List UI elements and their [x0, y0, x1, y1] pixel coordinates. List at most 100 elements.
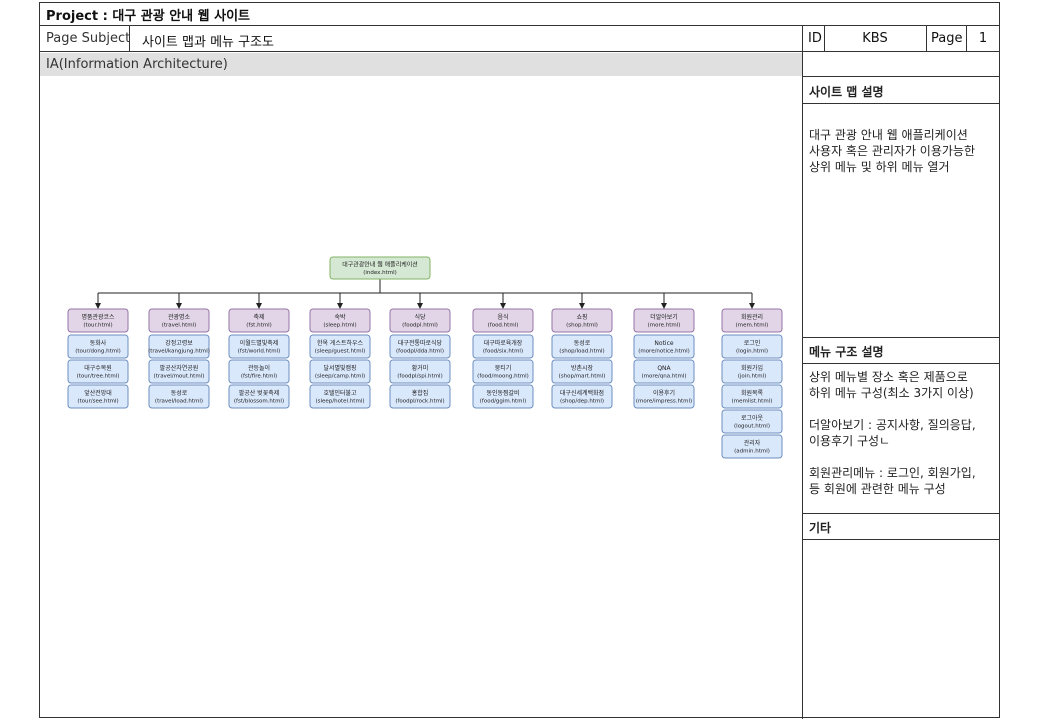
category-node: 식당(foodpl.html) [389, 308, 451, 333]
menu-node-label: 대구신세계백화점 [560, 389, 604, 397]
menu-node-file: (food/six.html) [483, 349, 523, 355]
category-node-box [472, 308, 534, 333]
menu-node-label: 회원가입 [741, 364, 763, 372]
menu-node-file: (tour/tree.html) [77, 374, 120, 380]
root-node-file: (index.html) [363, 270, 397, 276]
menu-node: 황거미(foodpl/spi.html) [389, 359, 451, 384]
divider [802, 337, 1000, 338]
etc-title: 기타 [809, 521, 832, 535]
menu-node-label: 이용후기 [653, 389, 675, 397]
menu-node-file: (travel/kangjung.html) [148, 349, 210, 355]
menu-node: 방촌시장(shop/mart.html) [551, 359, 613, 384]
menu-node-label: 동화사 [90, 339, 107, 347]
category-node: 쇼핑(shop.html) [551, 308, 613, 333]
menu-node-label: 황거미 [412, 364, 429, 372]
menu-node-box [721, 434, 783, 459]
category-node: 회원관리(mem.html) [721, 308, 783, 333]
category-node: 관광명소(travel.html) [148, 308, 210, 333]
menu-node: 호텔인터불고 (sleep/hotel.html) [309, 384, 371, 409]
menu-node: 회원목록(memlist.html) [721, 384, 783, 409]
menu-node: 강정고령보(travel/kangjung.html) [148, 334, 210, 359]
menu-node-box [472, 359, 534, 384]
divider [802, 513, 1000, 514]
category-node: 더알아보기(more.html) [633, 308, 695, 333]
menu-node-box [389, 384, 451, 409]
category-node-file: (fst.html) [246, 323, 272, 329]
divider [802, 363, 1000, 364]
menu-node-box [721, 384, 783, 409]
category-node-label: 숙박 [334, 313, 346, 321]
menu-node-box [148, 359, 210, 384]
ia-label: IA(Information Architecture) [46, 57, 228, 72]
menu-node-box [148, 334, 210, 359]
menu-node-file: (food/ggim.html) [480, 399, 526, 405]
root-node-box [329, 256, 431, 280]
menu-node-box [309, 359, 371, 384]
menu-node: 대구따로육개장 (food/six.html) [472, 334, 534, 359]
menu-node-label: 뭉티기 [495, 364, 512, 372]
menu-node-box [721, 359, 783, 384]
text-line: 더알아보기 : 공지사항, 질의응답, [809, 418, 976, 432]
menu-node: 관리자(admin.html) [721, 434, 783, 459]
divider [40, 25, 1000, 26]
menu-node-file: (more/impress.html) [636, 399, 692, 405]
menu-node-file: (shop/mart.html) [559, 374, 606, 380]
menu-node: 회원가입(join.html) [721, 359, 783, 384]
menu-node: 로그인(login.html) [721, 334, 783, 359]
menu-node: 달서별빛캠핑(sleep/camp.html) [309, 359, 371, 384]
menu-node: 이용후기 (more/impress.html) [633, 384, 695, 409]
text-line: 대구 관광 안내 웹 애플리케이션 [809, 128, 968, 142]
text-line: 상위 메뉴 및 하위 메뉴 열거 [809, 160, 950, 174]
menu-node-label: Notice [654, 340, 673, 347]
menu-node: 팔공산 벚꽃축제(fst/blossom.html) [228, 384, 290, 409]
divider [802, 76, 1000, 77]
menu-node-label: 호텔인터불고 [323, 389, 357, 397]
category-node: 축제(fst.html) [228, 308, 290, 333]
menu-node: 동화사 (tour/dong.html) [67, 334, 129, 359]
menu-node-box [389, 334, 451, 359]
category-node-box [389, 308, 451, 333]
divider [802, 25, 803, 719]
sitemap-description-text: 대구 관광 안내 웹 애플리케이션 사용자 혹은 관리자가 이용가능한 상위 메… [809, 127, 975, 175]
category-node-file: (more.html) [648, 323, 681, 329]
menu-node: Notice(more/notice.html) [633, 334, 695, 359]
menu-node-label: QNA [657, 365, 671, 372]
category-node-label: 식당 [414, 313, 426, 321]
category-node-label: 관광명소 [168, 313, 191, 321]
menu-node-label: 관등놀이 [248, 364, 270, 372]
menu-node-box [67, 359, 129, 384]
text-line: 사용자 혹은 관리자가 이용가능한 [809, 144, 976, 158]
menu-node-label: 앞산전망대 [84, 389, 112, 397]
menu-node: 이월드별빛축제(fst/world.html) [228, 334, 290, 359]
root-node-label: 대구관광안내 웹 애플리케이션 [342, 261, 418, 269]
category-node-file: (tour.html) [83, 323, 112, 329]
divider [129, 25, 130, 51]
menu-node-label: 대구수목원 [84, 364, 112, 372]
menu-node-box [67, 334, 129, 359]
menu-node-box [633, 334, 695, 359]
menu-node-file: (sleep/guest.html) [315, 349, 365, 355]
menu-node: 동인동찜갈비(food/ggim.html) [472, 384, 534, 409]
menu-node-label: 이월드별빛축제 [240, 339, 279, 347]
category-node-file: (food.html) [488, 323, 519, 329]
category-node-label: 음식 [497, 313, 508, 321]
text-line [809, 401, 976, 417]
menu-node-file: (sleep/hotel.html) [316, 399, 365, 405]
menu-node: 관등놀이(fst/fire.html) [228, 359, 290, 384]
category-node: 음식 (food.html) [472, 308, 534, 333]
document-frame [39, 2, 1000, 718]
category-node-box [721, 308, 783, 333]
menu-node-box [551, 334, 613, 359]
page-subject-value: 사이트 맵과 메뉴 구조도 [142, 35, 274, 50]
menu-node-file: (food/moong.html) [477, 374, 529, 380]
menu-node-label: 달서별빛캠핑 [323, 364, 356, 372]
category-node-label: 쇼핑 [576, 313, 587, 321]
menu-node-file: (more/qna.html) [641, 374, 686, 380]
category-node-box [228, 308, 290, 333]
menu-node-label: 대구따로육개장 [484, 339, 523, 347]
menu-node-file: (tour/dong.html) [75, 349, 121, 355]
menu-node-box [633, 359, 695, 384]
divider [40, 51, 1000, 52]
category-node: 숙박(sleep.html) [309, 308, 371, 333]
text-line: 이용후기 구성ㄴ [809, 434, 891, 448]
